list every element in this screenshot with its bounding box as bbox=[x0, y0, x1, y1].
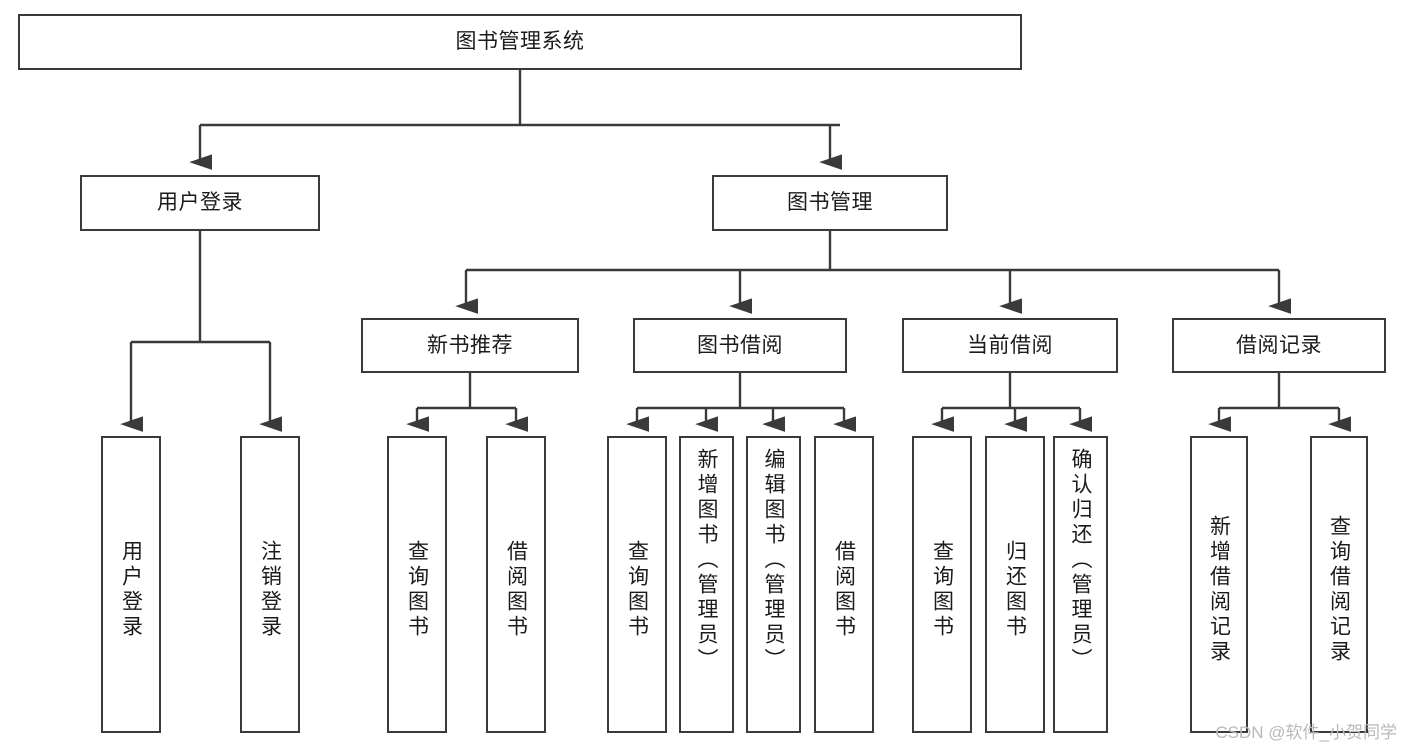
node-leaf-borrow-book[interactable]: 借阅图书 bbox=[814, 436, 874, 733]
node-leaf-borrow-book-recommend-label: 借阅图书 bbox=[504, 539, 528, 640]
edges-root-to-level2 bbox=[189, 70, 842, 170]
node-leaf-query-book-borrow[interactable]: 查询图书 bbox=[607, 436, 667, 733]
node-current-borrow[interactable]: 当前借阅 bbox=[902, 318, 1118, 373]
node-new-book-recommend[interactable]: 新书推荐 bbox=[361, 318, 579, 373]
edges-current-borrow-to-leaves bbox=[931, 373, 1092, 432]
node-leaf-return-book[interactable]: 归还图书 bbox=[985, 436, 1045, 733]
node-book-borrow-label: 图书借阅 bbox=[697, 333, 783, 357]
node-book-manage[interactable]: 图书管理 bbox=[712, 175, 948, 231]
node-user-login[interactable]: 用户登录 bbox=[80, 175, 320, 231]
edges-new-book-recommend-to-leaves bbox=[406, 373, 528, 432]
node-leaf-confirm-return-label: 确认归还（管理员） bbox=[1069, 448, 1092, 673]
node-leaf-edit-book[interactable]: 编辑图书（管理员） bbox=[746, 436, 801, 733]
node-new-book-recommend-label: 新书推荐 bbox=[427, 333, 513, 357]
node-user-login-label: 用户登录 bbox=[157, 191, 243, 215]
edges-user-login-to-leaves bbox=[120, 231, 282, 432]
edges-book-borrow-to-leaves bbox=[626, 373, 856, 432]
node-leaf-add-borrow-record-label: 新增借阅记录 bbox=[1207, 514, 1231, 665]
node-book-borrow[interactable]: 图书借阅 bbox=[633, 318, 847, 373]
node-book-manage-label: 图书管理 bbox=[787, 191, 873, 215]
node-root[interactable]: 图书管理系统 bbox=[18, 14, 1022, 70]
node-leaf-query-borrow-record[interactable]: 查询借阅记录 bbox=[1310, 436, 1368, 733]
node-leaf-query-book-current[interactable]: 查询图书 bbox=[912, 436, 972, 733]
node-leaf-user-login[interactable]: 用户登录 bbox=[101, 436, 161, 733]
node-leaf-query-book-recommend[interactable]: 查询图书 bbox=[387, 436, 447, 733]
node-borrow-record-label: 借阅记录 bbox=[1236, 333, 1322, 357]
node-leaf-user-login-label: 用户登录 bbox=[119, 539, 143, 640]
node-leaf-borrow-book-recommend[interactable]: 借阅图书 bbox=[486, 436, 546, 733]
node-leaf-borrow-book-label: 借阅图书 bbox=[832, 539, 856, 640]
edges-borrow-record-to-leaves bbox=[1208, 373, 1351, 432]
node-current-borrow-label: 当前借阅 bbox=[967, 333, 1053, 357]
edges-book-manage-to-level3 bbox=[455, 231, 1291, 314]
node-leaf-add-borrow-record[interactable]: 新增借阅记录 bbox=[1190, 436, 1248, 733]
node-leaf-query-book-current-label: 查询图书 bbox=[930, 539, 954, 640]
node-leaf-confirm-return[interactable]: 确认归还（管理员） bbox=[1053, 436, 1108, 733]
node-leaf-add-book[interactable]: 新增图书（管理员） bbox=[679, 436, 734, 733]
node-leaf-logout[interactable]: 注销登录 bbox=[240, 436, 300, 733]
node-leaf-query-book-recommend-label: 查询图书 bbox=[405, 539, 429, 640]
node-leaf-query-borrow-record-label: 查询借阅记录 bbox=[1327, 514, 1351, 665]
node-leaf-return-book-label: 归还图书 bbox=[1003, 539, 1027, 640]
node-leaf-edit-book-label: 编辑图书（管理员） bbox=[762, 448, 785, 673]
node-leaf-query-book-borrow-label: 查询图书 bbox=[625, 539, 649, 640]
node-leaf-logout-label: 注销登录 bbox=[258, 539, 282, 640]
node-leaf-add-book-label: 新增图书（管理员） bbox=[695, 448, 718, 673]
node-borrow-record[interactable]: 借阅记录 bbox=[1172, 318, 1386, 373]
node-root-label: 图书管理系统 bbox=[455, 30, 585, 54]
